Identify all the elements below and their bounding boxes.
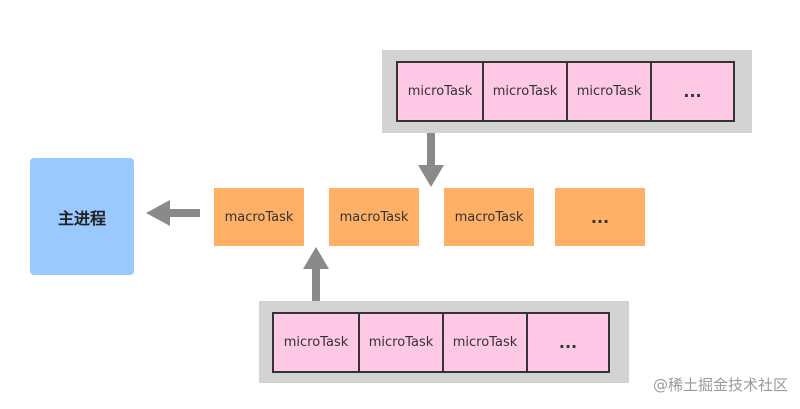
main-thread-box: 主进程 — [30, 158, 134, 275]
micro-task-cell: microTask — [360, 314, 444, 371]
macro-task-more: ... — [555, 188, 645, 246]
micro-task-ellipsis: ... — [558, 333, 578, 352]
micro-task-cell: microTask — [398, 63, 484, 120]
macro-task-2: macroTask — [329, 188, 419, 246]
macro-task-1: macroTask — [214, 188, 304, 246]
arrow-down-from-top-queue — [418, 133, 444, 187]
micro-task-cell: microTask — [274, 314, 360, 371]
micro-task-cell: microTask — [568, 63, 652, 120]
top-micro-queue: microTask microTask microTask ... — [396, 61, 735, 122]
bottom-micro-queue: microTask microTask microTask ... — [272, 312, 610, 373]
macro-task-3: macroTask — [444, 188, 534, 246]
micro-task-cell: microTask — [444, 314, 528, 371]
micro-task-cell: microTask — [484, 63, 568, 120]
main-thread-label: 主进程 — [57, 208, 106, 228]
arrow-up-from-bottom-queue — [303, 247, 329, 301]
arrow-to-main-thread — [146, 200, 200, 226]
macro-task-label: macroTask — [454, 209, 524, 225]
macro-task-label: macroTask — [224, 209, 294, 225]
macro-task-label: macroTask — [339, 209, 409, 225]
watermark-text: @稀土掘金技术社区 — [652, 376, 788, 394]
macro-task-ellipsis: ... — [590, 207, 610, 227]
micro-task-ellipsis: ... — [683, 82, 702, 101]
